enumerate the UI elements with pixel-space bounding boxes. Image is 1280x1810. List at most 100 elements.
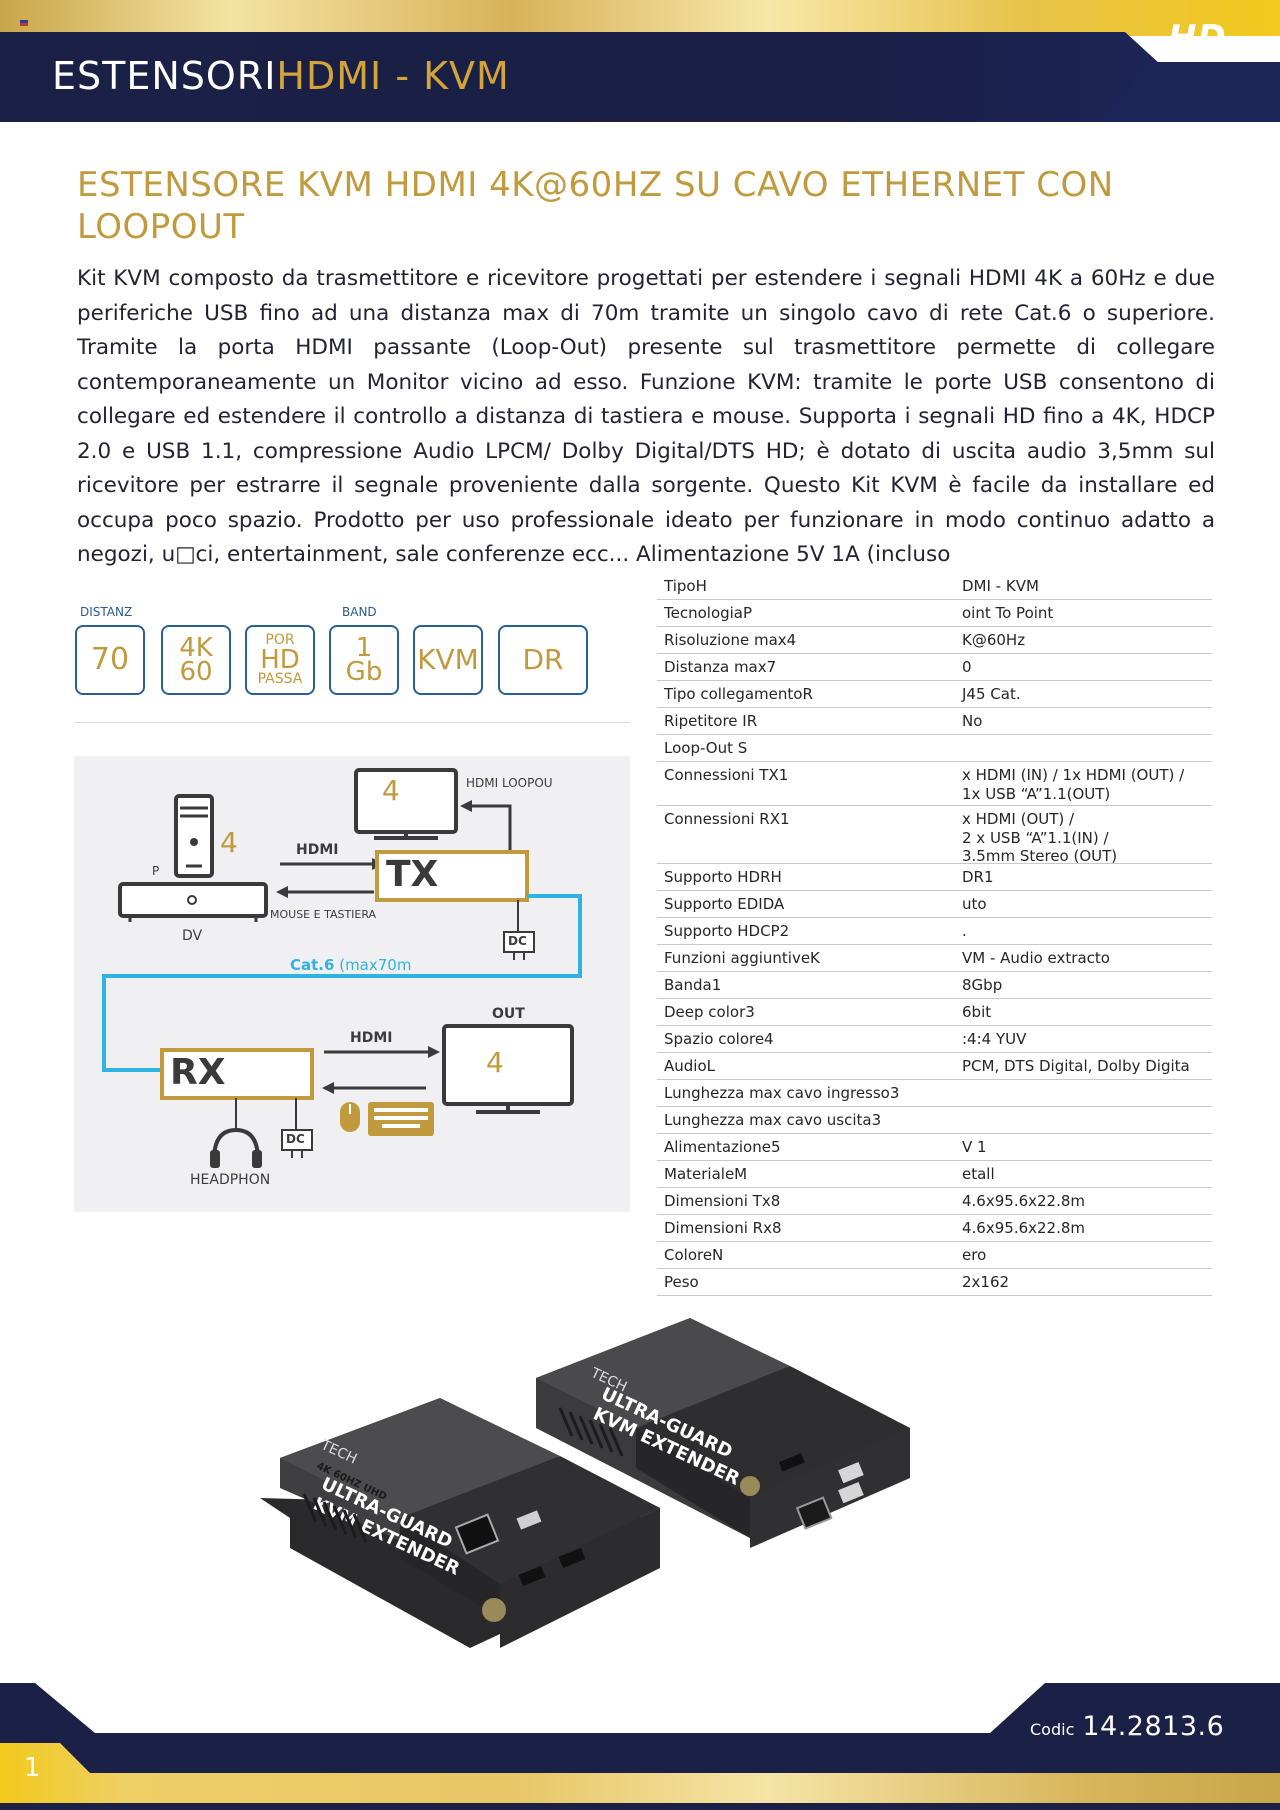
spec-value: :4:4 YUV <box>962 1030 1027 1048</box>
spec-value: 4.6x95.6x22.8m <box>962 1219 1086 1237</box>
dc-plug-bottom-icon <box>281 1098 313 1158</box>
spec-key: Dimensioni Tx8 <box>664 1192 781 1210</box>
badge-labels: DISTANZ BAND <box>80 605 620 621</box>
flag-icon <box>20 20 28 26</box>
spec-key: Connessioni RX1 <box>664 810 790 828</box>
spec-value: etall <box>962 1165 995 1183</box>
usb-arrow-rx <box>322 1082 426 1094</box>
badge-label-distance: DISTANZ <box>80 605 133 619</box>
spec-value: VM - Audio extracto <box>962 949 1110 967</box>
rx-box <box>160 1048 314 1100</box>
spec-key: TipoH <box>664 577 707 595</box>
badge-hd-passthrough: POR HD PASSA <box>245 625 315 695</box>
badge-distance: 70 <box>75 625 145 695</box>
page-number: 1 <box>24 1753 41 1783</box>
spec-key: Tipo collegamentoR <box>664 685 813 703</box>
spec-value: uto <box>962 895 987 913</box>
monitor-bottom-icon <box>442 1024 574 1114</box>
spec-value: oint To Point <box>962 604 1054 622</box>
badge-resolution-bottom: 60 <box>179 657 213 687</box>
product-code-value: 14.2813.6 <box>1082 1711 1225 1742</box>
spec-value: DR1 <box>962 868 994 886</box>
spec-row: Lunghezza max cavo ingresso3 <box>657 1080 1212 1107</box>
product-photo-graphic: TECH ULTRA-GUARD KVM EXTENDER TECH 4K 60… <box>260 1318 910 1648</box>
spec-row: Loop-Out S <box>657 735 1212 762</box>
spec-key: Deep color3 <box>664 1003 755 1021</box>
badge-hd-top: POR <box>265 632 295 648</box>
spec-key: Supporto HDRH <box>664 868 782 886</box>
header-navy-band <box>0 32 1160 122</box>
section-title-white: ESTENSORI <box>52 54 277 98</box>
spec-row: ColoreN ero <box>657 1242 1212 1269</box>
dc-bottom-label: DC <box>286 1132 305 1146</box>
product-photo: TECH ULTRA-GUARD KVM EXTENDER TECH 4K 60… <box>260 1318 940 1698</box>
spec-row: Spazio colore4:4:4 YUV <box>657 1026 1212 1053</box>
tx-label: TX <box>386 854 439 895</box>
spec-value: 2x162 <box>962 1273 1010 1291</box>
dc-top-label: DC <box>508 934 527 948</box>
mouse-icon <box>340 1102 360 1132</box>
spec-value: DMI - KVM <box>962 577 1039 595</box>
spec-value: V 1 <box>962 1138 987 1156</box>
spec-row: Lunghezza max cavo uscita3 <box>657 1107 1212 1134</box>
badge-bandwidth: 1 Gb <box>329 625 399 695</box>
cat6-max: (max70m <box>339 956 412 974</box>
product-code-label: Codic <box>1030 1720 1075 1739</box>
spec-key: Lunghezza max cavo uscita3 <box>664 1111 882 1129</box>
spec-key: Distanza max7 <box>664 658 777 676</box>
header-gold-band <box>0 0 1280 36</box>
spec-value: x HDMI (IN) / 1x HDMI (OUT) / 1x USB “A”… <box>962 766 1185 803</box>
badge-hd-mid: HD <box>260 645 300 675</box>
product-code: Codic 14.2813.6 <box>1030 1711 1224 1742</box>
mouse-keyboard-label: MOUSE E TASTIERA <box>270 908 377 921</box>
cat6-label: Cat.6 (max70m <box>290 956 411 974</box>
badge-band-bottom: Gb <box>345 657 383 687</box>
spec-key: Ripetitore IR <box>664 712 758 730</box>
hdmi-bottom-label: HDMI <box>350 1030 393 1046</box>
dvd-label: DV <box>182 928 203 944</box>
tx-box <box>375 850 529 902</box>
badge-hdr: DR <box>498 625 588 695</box>
spec-value: No <box>962 712 983 730</box>
dvd-player-icon <box>118 882 268 922</box>
spec-row: TipoH DMI - KVM <box>657 573 1212 600</box>
rx-label: RX <box>170 1052 226 1093</box>
out-label: OUT <box>492 1006 525 1022</box>
spec-key: Loop-Out S <box>664 739 748 757</box>
page-footer: 1 Codic 14.2813.6 <box>0 1683 1280 1810</box>
spec-value: 0 <box>962 658 972 676</box>
receiver-unit: TECH ULTRA-GUARD KVM EXTENDER <box>536 1318 910 1548</box>
headphone-icon <box>210 1098 262 1168</box>
badge-resolution-top: 4K <box>179 633 213 663</box>
spec-key: Supporto EDIDA <box>664 895 785 913</box>
loopout-arrow <box>460 800 512 856</box>
feature-badges: 70 4K 60 POR HD PASSA 1 Gb KVM DR <box>75 625 595 697</box>
spec-key: Lunghezza max cavo ingresso3 <box>664 1084 900 1102</box>
divider <box>75 722 630 723</box>
badge-kvm-value: KVM <box>417 643 479 676</box>
headphone-label: HEADPHON <box>190 1172 271 1188</box>
hdmi-top-label: HDMI <box>296 842 339 858</box>
spec-key: Funzioni aggiuntiveK <box>664 949 820 967</box>
spec-value: x HDMI (OUT) / 2 x USB “A”1.1(IN) / 3.5m… <box>962 810 1118 865</box>
badge-hd-bottom: PASSA <box>257 671 303 687</box>
hdmi-arrow-tx <box>280 858 384 870</box>
spec-value: ero <box>962 1246 987 1264</box>
pc-label: P <box>152 864 160 878</box>
transmitter-unit: TECH 4K 60HZ UHD ULTRA-GUARD KVM EXTENDE… <box>260 1398 660 1648</box>
hd-logo: HD <box>1168 18 1227 58</box>
spec-value: K@60Hz <box>962 631 1026 649</box>
spec-key: ColoreN <box>664 1246 724 1264</box>
badge-hdr-value: DR <box>522 643 564 676</box>
product-description: Kit KVM composto da trasmettitore e rice… <box>77 266 1215 567</box>
badge-distance-value: 70 <box>90 642 130 677</box>
pc-tower-icon <box>174 794 214 878</box>
spec-key: TecnologiaP <box>664 604 753 622</box>
spec-value: 8Gbp <box>962 976 1003 994</box>
spec-key: AudioL <box>664 1057 715 1075</box>
